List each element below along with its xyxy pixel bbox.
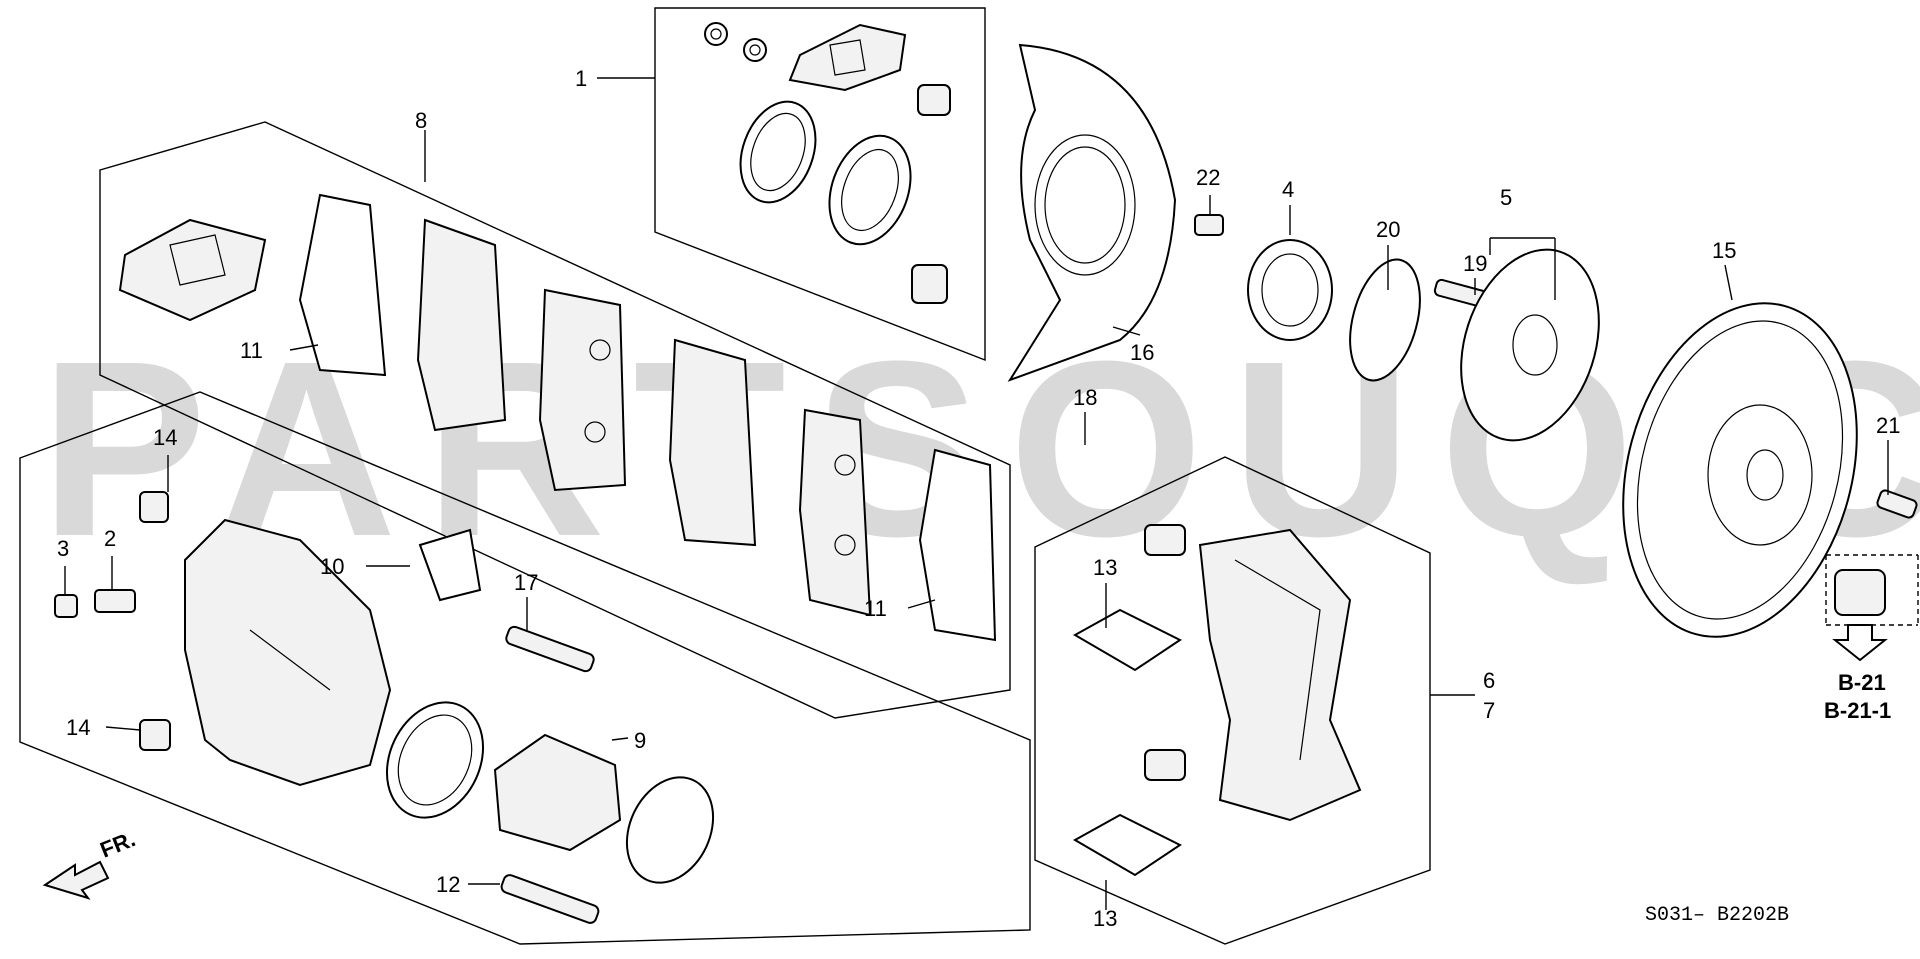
dust-shield xyxy=(1007,43,1177,382)
callout-7: 7 xyxy=(1483,698,1495,723)
frame-pad-set xyxy=(99,121,1011,719)
callout-21: 21 xyxy=(1876,413,1900,438)
callout-5: 5 xyxy=(1500,185,1512,210)
reference-b21[interactable]: B-21 xyxy=(1838,670,1886,695)
callout-9: 9 xyxy=(634,728,646,753)
callout-3: 3 xyxy=(57,536,69,561)
diagram-code: S031– B2202B xyxy=(1645,904,1789,927)
hub-rotor-parts xyxy=(1194,214,1919,662)
front-label: FR. xyxy=(97,826,139,862)
caliper-bracket-parts xyxy=(1072,524,1362,877)
callout-18: 18 xyxy=(1073,385,1097,410)
callouts: 1 8 11 14 3 2 10 17 14 9 12 11 13 13 6 7… xyxy=(57,66,1900,931)
callout-22: 22 xyxy=(1196,165,1220,190)
caliper-parts xyxy=(54,491,715,924)
callout-19: 19 xyxy=(1463,251,1487,276)
callout-11-upper: 11 xyxy=(240,338,263,363)
callout-15: 15 xyxy=(1712,238,1736,263)
callout-13-upper: 13 xyxy=(1093,555,1117,580)
callout-10: 10 xyxy=(320,554,344,579)
reference-b21-1[interactable]: B-21-1 xyxy=(1824,698,1891,723)
frame-caliper-bracket xyxy=(1034,456,1431,945)
callout-20: 20 xyxy=(1376,217,1400,242)
callout-12: 12 xyxy=(436,872,460,897)
callout-14-upper: 14 xyxy=(153,425,177,450)
front-arrow-icon xyxy=(42,860,110,900)
callout-17: 17 xyxy=(514,570,538,595)
callout-14-lower: 14 xyxy=(66,715,90,740)
callout-16: 16 xyxy=(1130,340,1154,365)
frame-seal-kit xyxy=(654,7,986,362)
callout-4: 4 xyxy=(1282,177,1294,202)
callout-11-lower: 11 xyxy=(864,596,887,621)
callout-1: 1 xyxy=(575,66,587,91)
leader-lines xyxy=(64,77,1889,910)
callout-6: 6 xyxy=(1483,668,1495,693)
seal-kit-parts xyxy=(704,22,951,304)
pad-set-parts xyxy=(118,193,997,642)
frame-caliper xyxy=(19,391,1031,945)
callout-13-lower: 13 xyxy=(1093,906,1117,931)
callout-2: 2 xyxy=(104,526,116,551)
callout-8: 8 xyxy=(415,108,427,133)
